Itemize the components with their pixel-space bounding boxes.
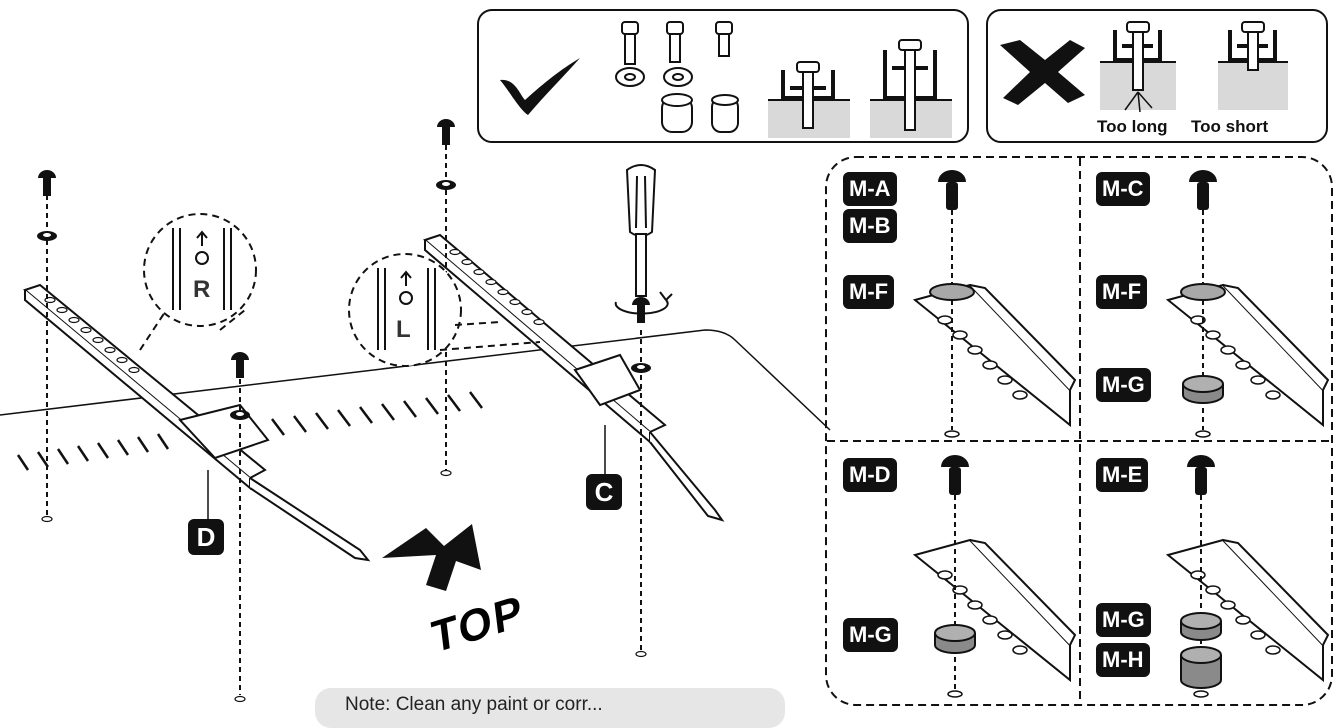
- panel4-spacer2-tag: M-H: [1096, 643, 1150, 677]
- too-long-label: Too long: [1097, 117, 1168, 136]
- too-short-label: Too short: [1191, 117, 1269, 136]
- panel2-top-tag: M-C: [1096, 172, 1150, 206]
- panel1-mid-tag: M-B: [843, 209, 897, 243]
- arrow-up-icon: [382, 524, 481, 591]
- tv-back-outline: [0, 329, 831, 431]
- bracket-rail-c: [423, 233, 725, 522]
- correct-example-box: [477, 9, 969, 143]
- cross-icon: [1000, 40, 1085, 105]
- panel1-top-tag: M-A: [843, 172, 897, 206]
- vent-slots: [16, 391, 483, 471]
- part-d-tag: D: [188, 519, 224, 555]
- part-c-tag: C: [586, 474, 622, 510]
- panel2-spacer-tag: M-G: [1096, 368, 1151, 402]
- panel3-top-tag: M-D: [843, 458, 897, 492]
- bracket-rail-d: [22, 283, 371, 562]
- rail-right-label: R: [193, 276, 211, 303]
- panel4-top-tag: M-E: [1096, 458, 1149, 492]
- panel4-spacer-tag: M-G: [1096, 603, 1151, 637]
- check-icon: [500, 58, 580, 115]
- wrong-example-box: [986, 9, 1328, 143]
- diagram-canvas: [0, 9, 1333, 706]
- screw-options-panel: [825, 156, 1333, 706]
- screw-set-icon: [615, 21, 739, 133]
- panel1-washer-tag: M-F: [843, 275, 895, 309]
- panel3-spacer-tag: M-G: [843, 618, 898, 652]
- correct-depth-icon: [768, 39, 952, 138]
- assembly-diagram: R L C D TOP Too long Too short M-A M-B M…: [0, 9, 1333, 728]
- rail-left-label: L: [396, 316, 411, 343]
- note-banner: Note: Clean any paint or corr...: [315, 688, 785, 728]
- screwdriver-icon: [614, 164, 673, 315]
- panel2-washer-tag: M-F: [1096, 275, 1148, 309]
